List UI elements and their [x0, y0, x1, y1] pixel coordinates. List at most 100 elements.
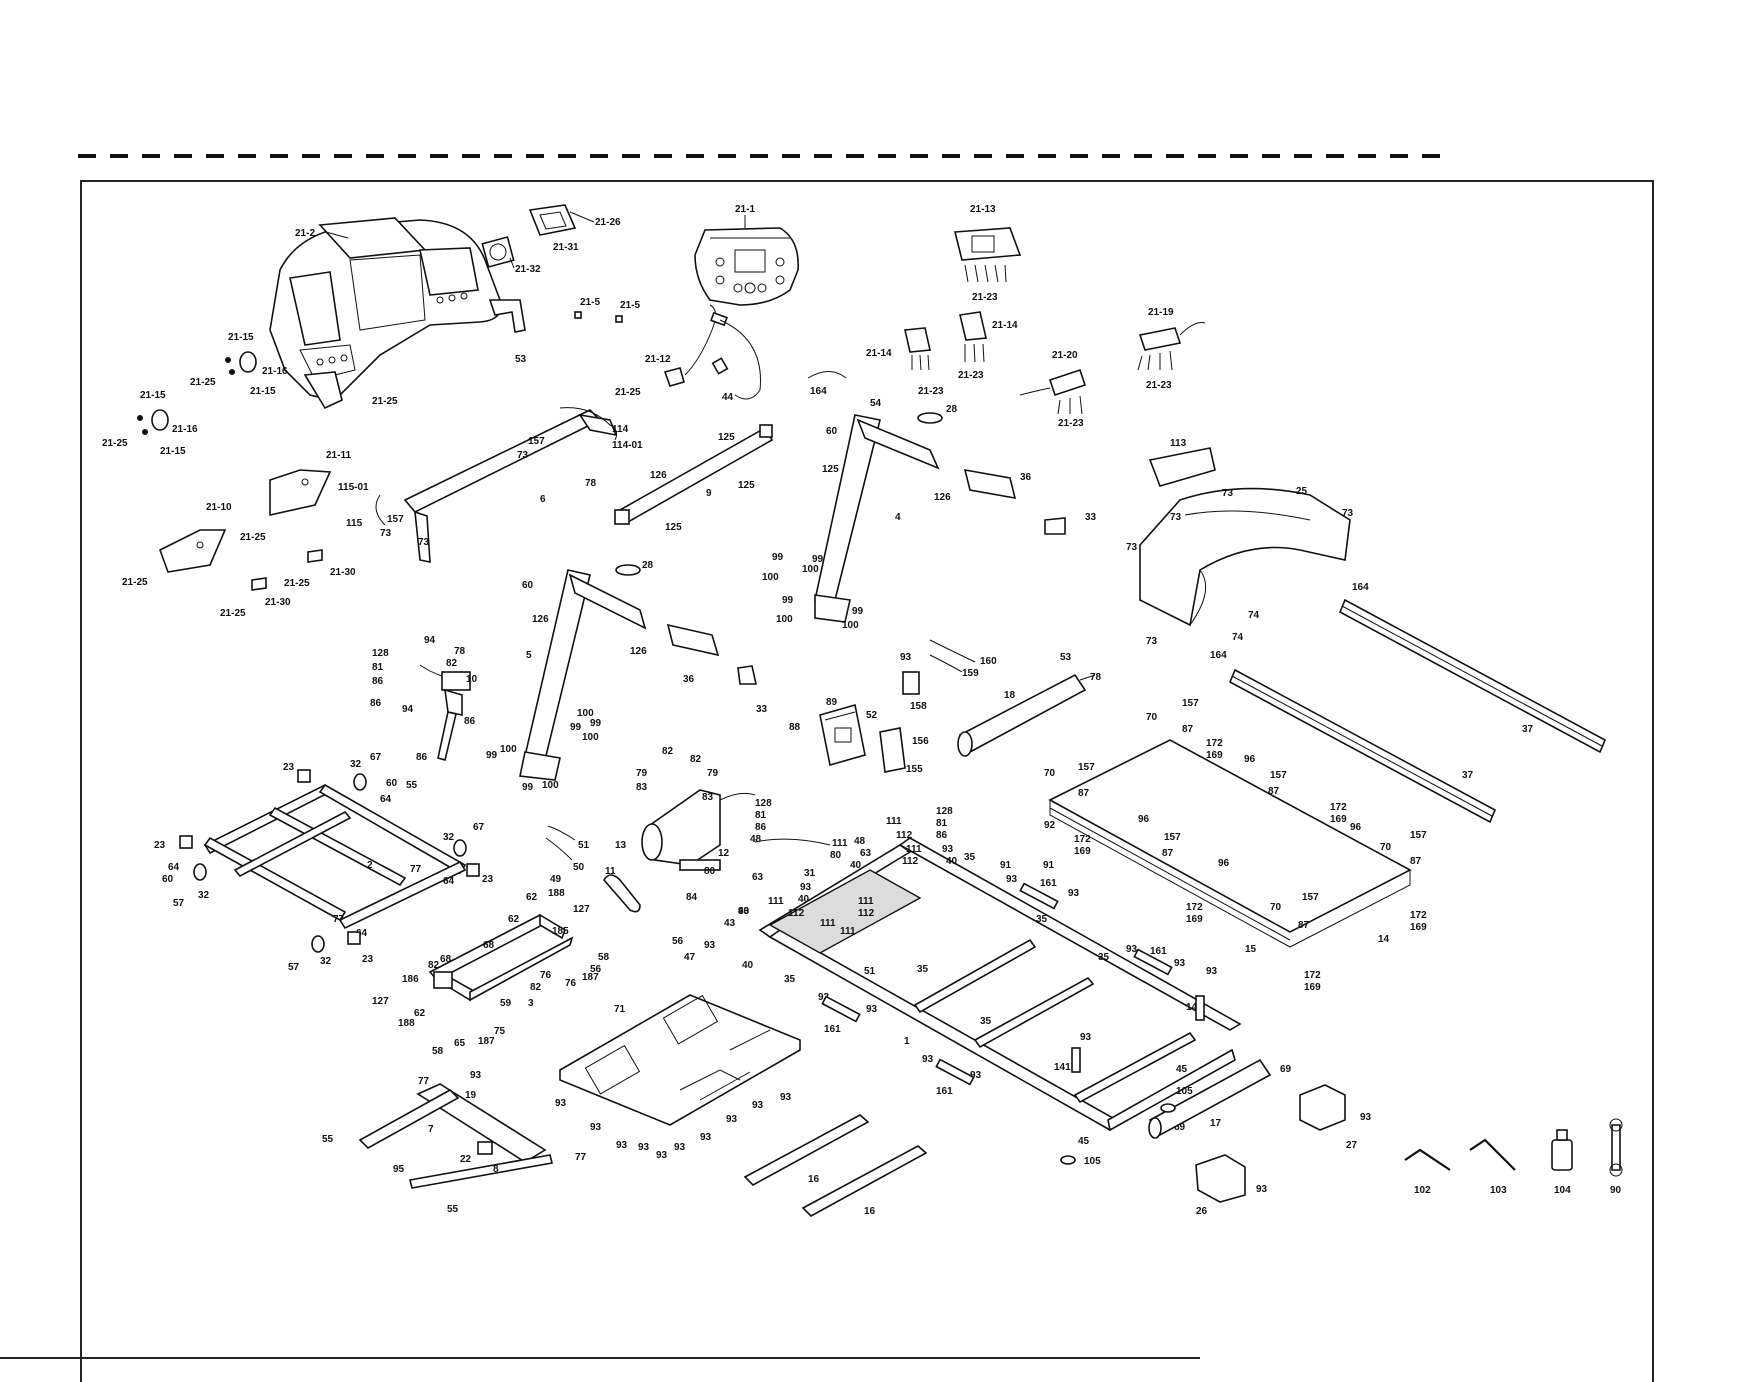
label-40-c: 40 — [798, 894, 810, 905]
wire-160 — [929, 639, 976, 663]
label-73-g: 73 — [1126, 542, 1138, 553]
label-74-b: 74 — [1232, 632, 1244, 643]
label-59: 59 — [500, 998, 512, 1009]
label-73-b: 73 — [380, 528, 392, 539]
label-111-c: 111 — [906, 844, 922, 855]
label-80-b: 80 — [830, 850, 842, 861]
label-126-c: 126 — [532, 614, 549, 625]
label-36-a: 36 — [1020, 472, 1032, 483]
label-96-a: 96 — [1244, 754, 1256, 765]
label-112-a: 112 — [896, 830, 913, 841]
label-157-g: 157 — [1410, 830, 1427, 841]
running-deck — [1048, 739, 1412, 948]
label-27: 27 — [1346, 1140, 1358, 1151]
label-73-f: 73 — [1342, 508, 1354, 519]
stabilizer-frame — [358, 1083, 553, 1189]
label-80-a: 80 — [704, 866, 716, 877]
label-100-e: 100 — [577, 708, 594, 719]
upright-5 — [519, 564, 647, 781]
label-21-25-g: 21-25 — [284, 578, 310, 589]
label-188-b: 188 — [398, 1018, 415, 1029]
label-31: 31 — [804, 868, 816, 879]
label-93-t: 93 — [616, 1140, 628, 1151]
label-21-26: 21-26 — [595, 217, 621, 228]
label-187-a: 187 — [582, 972, 599, 983]
label-21-11: 21-11 — [326, 450, 351, 461]
label-67-a: 67 — [370, 752, 382, 763]
label-169-f: 169 — [1074, 846, 1091, 857]
label-21-16-a: 21-16 — [262, 366, 288, 377]
label-32-b: 32 — [198, 890, 210, 901]
small-clips — [574, 311, 623, 323]
label-32-a: 32 — [350, 759, 362, 770]
label-100-g: 100 — [500, 744, 517, 755]
label-157-h: 157 — [1302, 892, 1319, 903]
label-125-d: 125 — [822, 464, 839, 475]
label-21-14-a: 21-14 — [866, 348, 892, 359]
side-cover-21-11 — [269, 469, 332, 516]
side-rail-37-upper — [1338, 598, 1607, 754]
label-93-i: 93 — [1174, 958, 1186, 969]
label-113: 113 — [1170, 438, 1187, 449]
label-93-w: 93 — [674, 1142, 686, 1153]
label-114-01: 114-01 — [612, 440, 643, 451]
label-48-b: 48 — [854, 836, 866, 847]
label-8: 8 — [493, 1164, 499, 1175]
upright-4 — [814, 412, 943, 623]
keypad-board-20 — [1019, 368, 1087, 415]
label-35-a: 35 — [964, 852, 976, 863]
label-93-u: 93 — [638, 1142, 650, 1153]
label-16-b: 16 — [864, 1206, 876, 1217]
label-21-5-left: 21-5 — [580, 297, 600, 308]
label-93-e: 93 — [704, 940, 716, 951]
label-67-b: 67 — [473, 822, 485, 833]
drive-belt-11 — [603, 874, 641, 913]
main-frame-1 — [758, 837, 1242, 1132]
label-78-b: 78 — [454, 646, 466, 657]
label-157-e: 157 — [1270, 770, 1287, 781]
label-111-e: 111 — [858, 896, 874, 907]
label-100-f: 100 — [582, 732, 599, 743]
label-100-h: 100 — [542, 780, 559, 791]
label-32-c: 32 — [443, 832, 455, 843]
label-99-b: 99 — [812, 554, 824, 565]
label-63-b: 63 — [752, 872, 764, 883]
label-82-c: 82 — [662, 746, 674, 757]
label-93-o: 93 — [1080, 1032, 1092, 1043]
label-17: 17 — [1210, 1118, 1222, 1129]
label-87-f: 87 — [1298, 920, 1310, 931]
label-7: 7 — [428, 1124, 434, 1135]
label-86-f: 86 — [936, 830, 948, 841]
label-26: 26 — [1196, 1206, 1208, 1217]
label-91-a: 91 — [1000, 860, 1012, 871]
label-60-a: 60 — [826, 426, 838, 437]
label-86-a: 86 — [372, 676, 384, 687]
label-21-19: 21-19 — [1148, 307, 1174, 318]
label-93-p: 93 — [1360, 1112, 1372, 1123]
label-112-d: 112 — [858, 908, 875, 919]
label-70-d: 70 — [1270, 902, 1282, 913]
label-53-b: 53 — [1060, 652, 1072, 663]
label-69-a: 69 — [1280, 1064, 1292, 1075]
label-94-a: 94 — [424, 635, 436, 646]
label-93-g: 93 — [1068, 888, 1080, 899]
label-105-b: 105 — [1084, 1156, 1101, 1167]
keypad-board-19 — [1137, 322, 1206, 371]
label-111-a: 111 — [886, 816, 902, 827]
console-speaker-bracket — [528, 204, 577, 236]
label-81-a: 81 — [372, 662, 384, 673]
label-78-c: 78 — [1090, 672, 1102, 683]
label-99-c: 99 — [782, 595, 794, 606]
label-99-e: 99 — [570, 722, 582, 733]
label-33-b: 33 — [756, 704, 768, 715]
label-112-c: 112 — [788, 908, 805, 919]
label-111-g: 111 — [840, 926, 856, 937]
label-172-e: 172 — [1304, 970, 1321, 981]
label-125-a: 125 — [718, 432, 735, 443]
rear-endcap-27 — [1299, 1084, 1346, 1131]
label-96-c: 96 — [1138, 814, 1150, 825]
label-93-d: 93 — [738, 906, 750, 917]
handlebar-6 — [375, 407, 618, 563]
label-70-a: 70 — [1146, 712, 1158, 723]
